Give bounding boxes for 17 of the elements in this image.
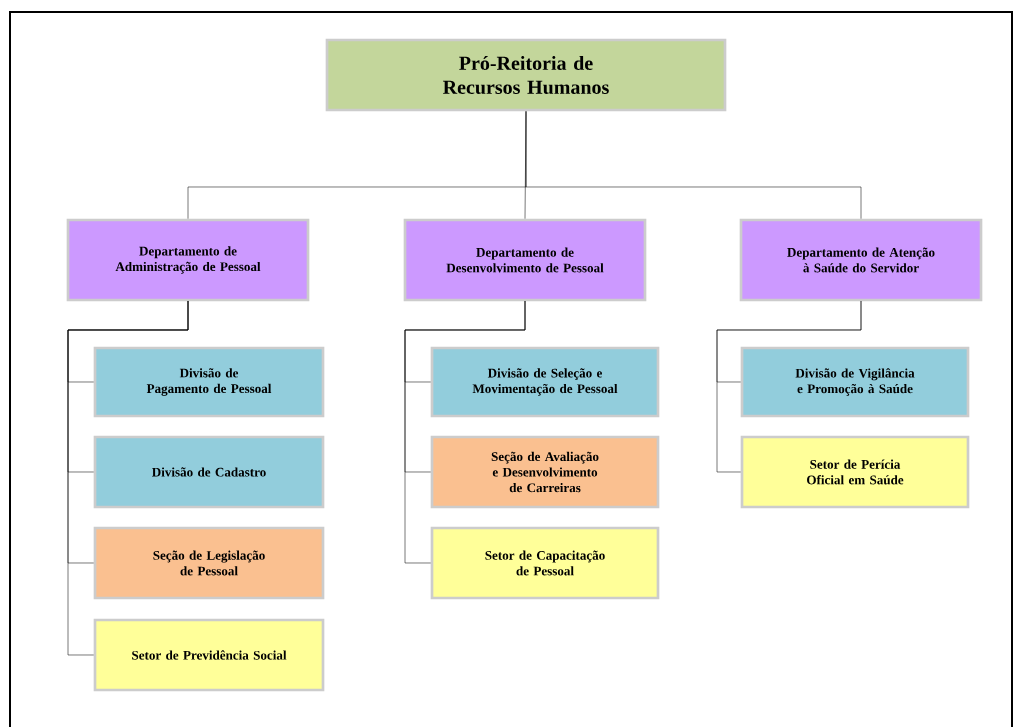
connector-line [525, 111, 862, 219]
org-box: Seção de Avaliação e Desenvolvimento de Carreiras [430, 435, 660, 509]
connector-line [716, 300, 862, 473]
org-box: Setor de Previdência Social [93, 618, 325, 692]
org-box: Seção de Legislação de Pessoal [93, 526, 325, 600]
org-box: Divisão de Vigilância e Promoção à Saúde [740, 346, 970, 418]
org-box: Departamento de Atenção à Saúde do Servidor [739, 218, 983, 302]
connector-line [404, 300, 526, 564]
org-box: Pró-Reitoria de Recursos Humanos [325, 38, 727, 112]
org-box: Divisão de Seleção e Movimentação de Pessoal [430, 346, 660, 418]
org-box: Divisão de Cadastro [93, 435, 325, 509]
org-box: Divisão de Pagamento de Pessoal [93, 346, 325, 418]
org-box: Setor de Capacitação de Pessoal [430, 526, 660, 600]
org-box: Departamento de Administração de Pessoal [66, 218, 310, 302]
org-box: Departamento de Desenvolvimento de Pessoal [403, 218, 647, 302]
connector-line [67, 300, 189, 656]
org-box: Setor de Perícia Oficial em Saúde [740, 435, 970, 509]
